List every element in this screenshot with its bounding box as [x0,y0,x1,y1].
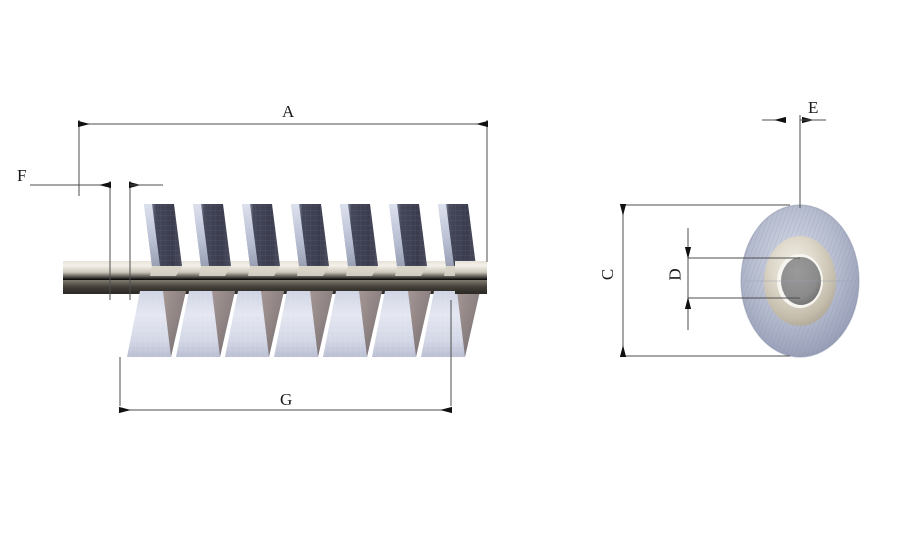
dimension-label-C: C [598,268,618,281]
thread-turn [127,204,186,357]
dimension-G [119,300,452,414]
worm-thread-group [127,204,480,357]
dimension-C [619,204,790,357]
dimension-F [30,181,163,300]
dimension-label-A: A [282,102,295,121]
worm-shaft-right-stub [455,261,487,294]
thread-turn [176,204,235,357]
dimension-E [762,115,826,208]
thread-turn [323,204,382,357]
end-view-geometry [740,204,860,358]
worm-shaft-left-stub [63,261,129,294]
dimension-label-D: D [665,268,685,281]
thread-turn [372,204,431,357]
dimension-lines [30,115,826,414]
dimension-label-E: E [808,98,819,117]
side-view-geometry [63,204,487,357]
thread-turn [274,204,333,357]
dimension-label-G: G [280,390,293,409]
dimension-label-F: F [17,166,27,185]
dimension-A [78,120,488,262]
thread-turn [225,204,284,357]
dimension-D [684,228,800,330]
